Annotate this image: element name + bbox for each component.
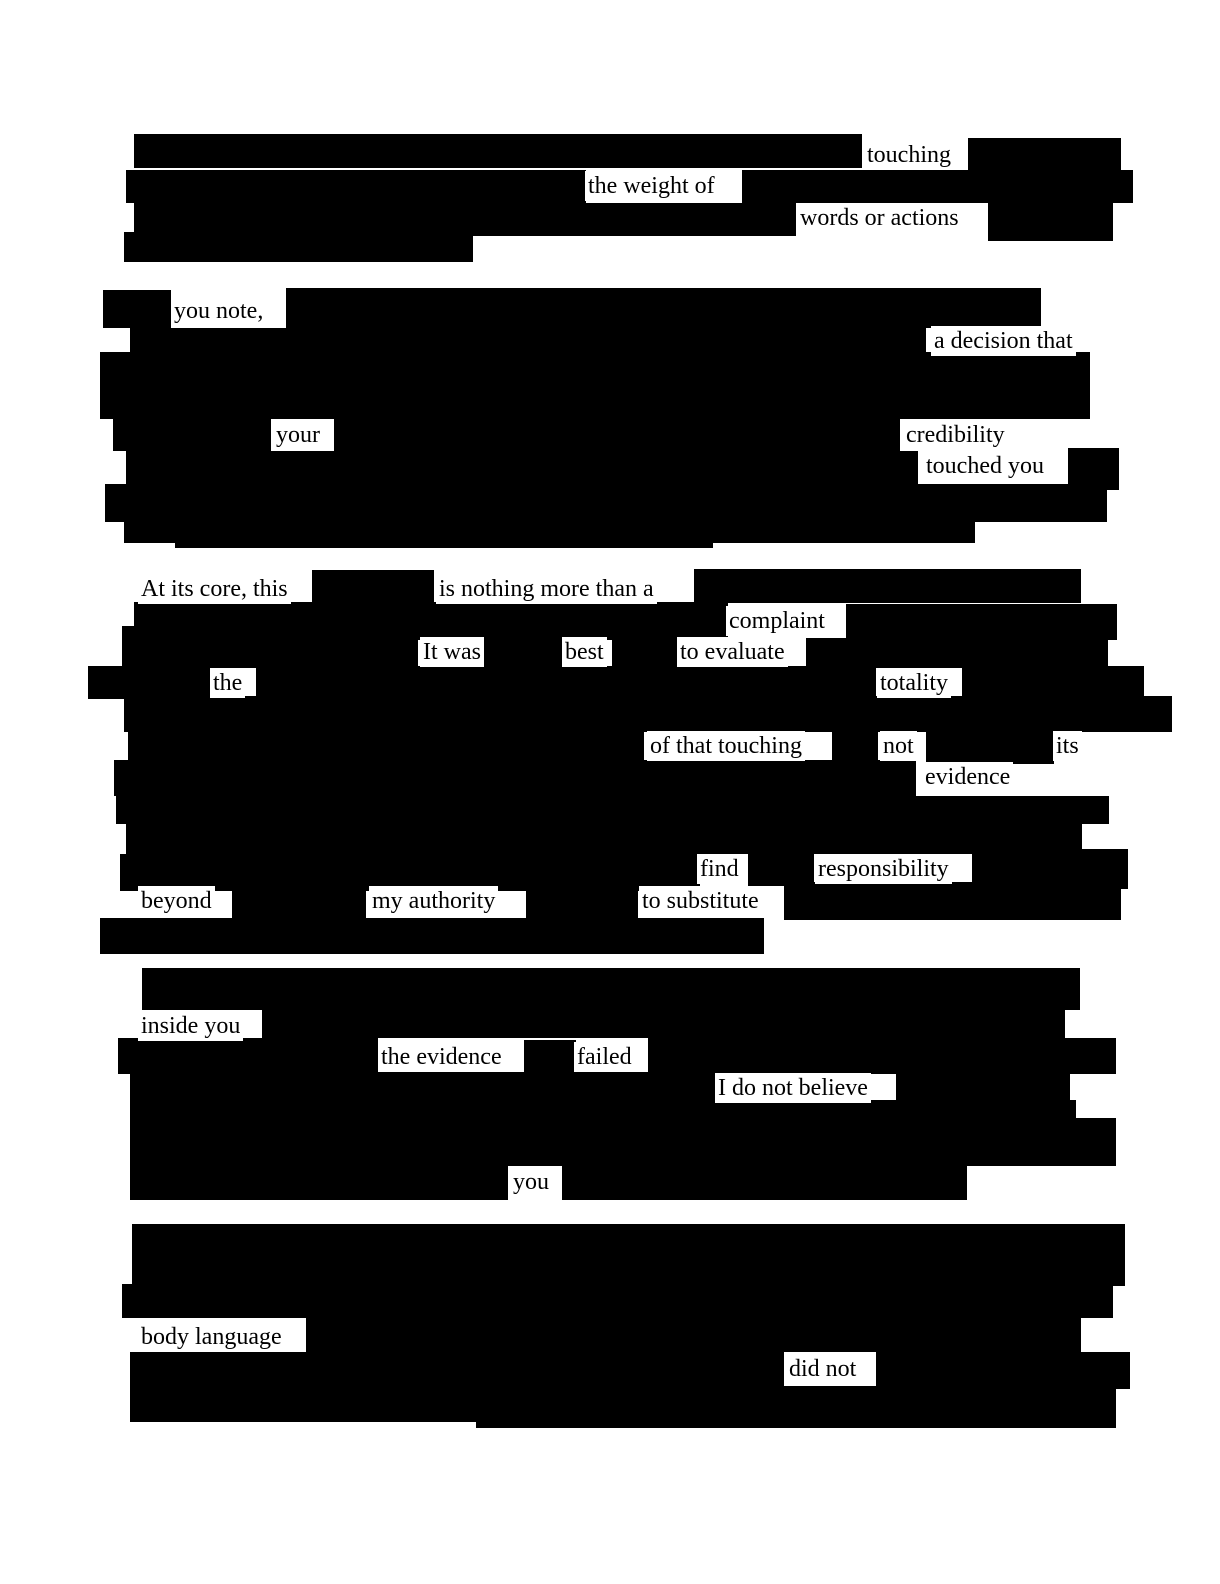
redaction-bar <box>134 203 796 236</box>
found-word: to evaluate <box>677 637 788 667</box>
found-word: the <box>210 668 246 698</box>
redaction-bar <box>126 824 1082 854</box>
found-word: inside you <box>138 1011 244 1041</box>
found-word: to substitute <box>639 886 762 916</box>
found-word: best <box>562 637 607 667</box>
found-word: is nothing more than a <box>436 574 657 604</box>
redaction-bar <box>128 732 644 764</box>
redaction-bar <box>130 1118 1116 1166</box>
redaction-bar <box>968 138 1121 172</box>
redaction-bar <box>100 352 1090 419</box>
found-word: At its core, this <box>138 574 291 604</box>
found-word: did not <box>786 1354 860 1384</box>
redaction-bar <box>806 638 1108 668</box>
redaction-bar <box>122 626 418 668</box>
found-word: complaint <box>726 606 828 636</box>
redaction-bar <box>130 328 926 356</box>
redaction-bar <box>122 1284 1113 1318</box>
redaction-bar <box>926 732 1054 764</box>
found-word: responsibility <box>815 854 952 884</box>
redaction-bar <box>612 640 678 668</box>
redaction-bar <box>524 1040 576 1074</box>
redaction-bar <box>88 666 210 699</box>
found-word: beyond <box>138 886 215 916</box>
redaction-bar <box>988 203 1113 241</box>
found-word: of that touching <box>647 731 805 761</box>
redaction-bar <box>124 696 1172 732</box>
redaction-bar <box>306 1318 1081 1352</box>
redaction-bar <box>142 968 1080 1010</box>
redaction-bar <box>132 1224 1125 1286</box>
found-word: evidence <box>922 762 1014 792</box>
found-word: a decision that <box>931 326 1076 356</box>
redaction-bar <box>962 666 1144 699</box>
found-word: It was <box>420 637 484 667</box>
found-word: your <box>273 420 323 450</box>
redaction-bar <box>103 290 171 328</box>
redaction-bar <box>286 288 1041 328</box>
redaction-bar <box>476 1410 1116 1428</box>
redaction-bar <box>896 1072 1070 1102</box>
found-word: not <box>880 731 917 761</box>
redaction-bar <box>113 419 271 451</box>
found-word: its <box>1053 731 1082 761</box>
found-word: words or actions <box>797 203 962 233</box>
found-word: you note, <box>171 296 267 326</box>
redaction-bar <box>648 1038 1116 1074</box>
redaction-bar <box>118 1038 378 1074</box>
redaction-bar <box>256 666 876 699</box>
redaction-bar <box>130 1160 508 1200</box>
redaction-bar <box>100 918 764 954</box>
redaction-bar <box>124 232 473 262</box>
redaction-bar <box>562 1160 967 1200</box>
found-word: the evidence <box>378 1042 505 1072</box>
redaction-bar <box>832 732 878 764</box>
redaction-bar <box>114 760 916 796</box>
found-word: body language <box>138 1322 285 1352</box>
redaction-bar <box>262 1008 1065 1038</box>
redaction-bar <box>526 888 638 918</box>
redaction-bar <box>120 854 700 891</box>
redaction-bar <box>312 570 434 602</box>
found-word: touching <box>864 140 954 170</box>
redaction-bar <box>334 419 900 451</box>
redaction-bar <box>876 1352 1130 1389</box>
redaction-bar <box>175 520 713 548</box>
redaction-bar <box>748 854 814 886</box>
found-word: the weight of <box>585 171 718 201</box>
redaction-bar <box>784 882 1121 920</box>
redaction-bar <box>1068 448 1119 490</box>
found-word: failed <box>574 1042 635 1072</box>
redaction-bar <box>126 451 918 484</box>
redaction-bar <box>134 134 862 168</box>
redaction-bar <box>742 170 1133 203</box>
redaction-bar <box>694 569 1081 603</box>
found-word: you <box>510 1167 552 1197</box>
found-word: credibility <box>903 420 1008 450</box>
found-word: I do not believe <box>715 1073 871 1103</box>
redaction-bar <box>232 888 366 918</box>
found-word: totality <box>877 668 951 698</box>
found-word: find <box>697 854 742 884</box>
found-word: touched you <box>923 451 1047 481</box>
redaction-bar <box>116 796 1109 824</box>
found-word: my authority <box>369 886 499 916</box>
redaction-bar <box>846 604 1117 640</box>
redaction-bar <box>126 170 586 203</box>
